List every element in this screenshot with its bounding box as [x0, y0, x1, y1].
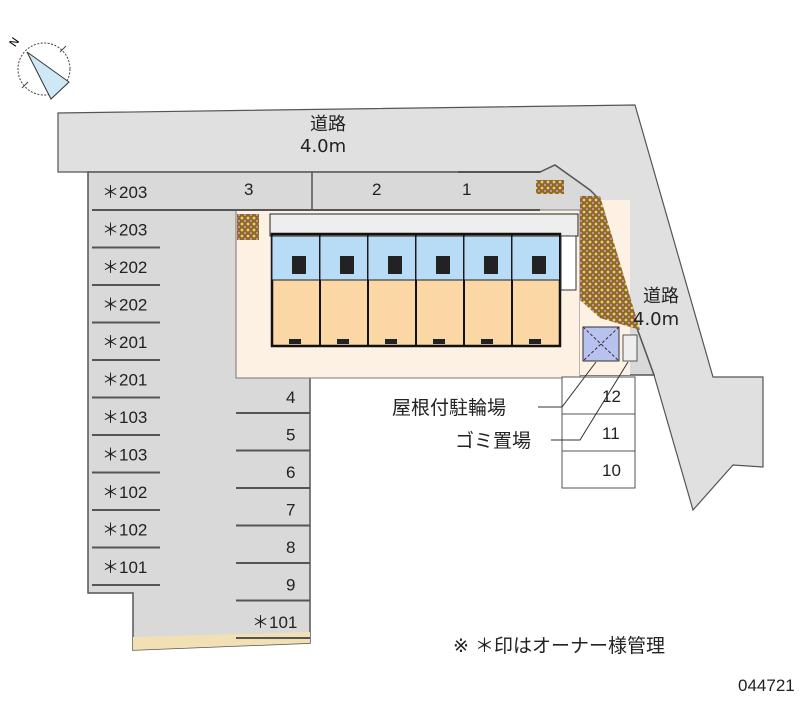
- parking-space-label: 3: [244, 180, 253, 199]
- parking-space-label: 4: [286, 388, 295, 407]
- parking-space-label: ＊203: [102, 183, 147, 202]
- parking-space-label: 11: [602, 424, 620, 443]
- parking-space-label: 7: [286, 501, 295, 520]
- bicycle-shelter-label: 屋根付駐輪場: [392, 397, 506, 419]
- footnote: ※ ＊印はオーナー様管理: [453, 635, 665, 657]
- parking-space-label: ＊103: [102, 446, 147, 465]
- parking-space-label: ＊101: [102, 558, 147, 577]
- road-width: 4.0m: [300, 136, 346, 157]
- parking-space-label: 10: [602, 461, 621, 480]
- parking-space-label: ＊203: [102, 221, 147, 240]
- parking-space-label: 1: [462, 180, 471, 199]
- road-label: 道路: [310, 114, 346, 135]
- parking-space-label: 2: [372, 180, 381, 199]
- parking-space-label: ＊103: [102, 408, 147, 427]
- hedge: [580, 196, 640, 330]
- hedge: [536, 180, 564, 194]
- hedge: [237, 214, 259, 240]
- garbage-area: [622, 334, 638, 362]
- road-label: 道路: [643, 286, 679, 307]
- parking-space-label: 12: [602, 387, 621, 406]
- road-width: 4.0m: [633, 309, 679, 330]
- parking-space-label: ＊202: [102, 296, 147, 315]
- bath-icon: [484, 256, 498, 274]
- parking-space-label: ＊102: [102, 483, 147, 502]
- planting-strip: [133, 632, 310, 650]
- north-label: N: [7, 35, 22, 49]
- bath-icon: [292, 256, 306, 274]
- parking-space-label: ＊202: [102, 258, 147, 277]
- parking-space-label: ＊201: [102, 333, 147, 352]
- parking-space-label: ＊102: [102, 521, 147, 540]
- parking-space-label: 8: [286, 538, 295, 557]
- bath-icon: [388, 256, 402, 274]
- north-arrow-icon: N: [7, 35, 71, 100]
- parking-space-label: ＊101: [252, 613, 297, 632]
- garbage-area-label: ゴミ置場: [455, 430, 531, 452]
- parking-space-label: 6: [286, 463, 295, 482]
- parking-space-label: 9: [286, 576, 295, 595]
- property-code: 044721: [738, 676, 795, 695]
- parking-space-label: 5: [286, 426, 295, 445]
- parking-space-label: ＊201: [102, 371, 147, 390]
- bath-icon: [532, 256, 546, 274]
- bath-icon: [340, 256, 354, 274]
- apartment-building: [270, 232, 577, 348]
- bath-icon: [436, 256, 450, 274]
